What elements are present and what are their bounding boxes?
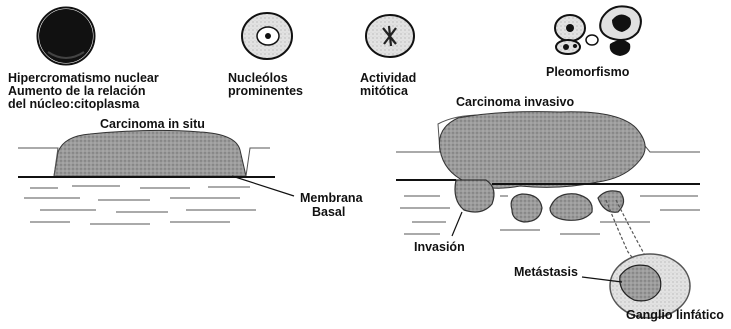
mitotic-label-line2: mitótica xyxy=(360,85,408,98)
invasion-pointer xyxy=(452,212,462,236)
nucleoli-label-line2: prominentes xyxy=(228,85,303,98)
lymph-node-label: Ganglio linfático xyxy=(626,309,724,322)
membrane-label-line2: Basal xyxy=(312,206,345,219)
pleomorphism-cells-icon xyxy=(555,6,641,56)
invasive-illustration xyxy=(396,112,700,318)
invasive-title: Carcinoma invasivo xyxy=(456,96,574,109)
membrane-label-line1: Membrana xyxy=(300,192,363,205)
in-situ-illustration xyxy=(18,130,294,224)
hyperchromatic-cell-icon xyxy=(38,8,95,65)
invasion-label: Invasión xyxy=(414,241,465,254)
metastasis-label: Metástasis xyxy=(514,266,578,279)
mitotic-cell-icon xyxy=(366,15,414,57)
in-situ-title: Carcinoma in situ xyxy=(100,118,205,131)
membrane-pointer xyxy=(232,176,294,196)
prominent-nucleoli-cell-icon xyxy=(242,13,292,59)
pleomorphism-label: Pleomorfismo xyxy=(546,66,629,79)
hyperchromatism-label-line3: del núcleo:citoplasma xyxy=(8,98,139,111)
